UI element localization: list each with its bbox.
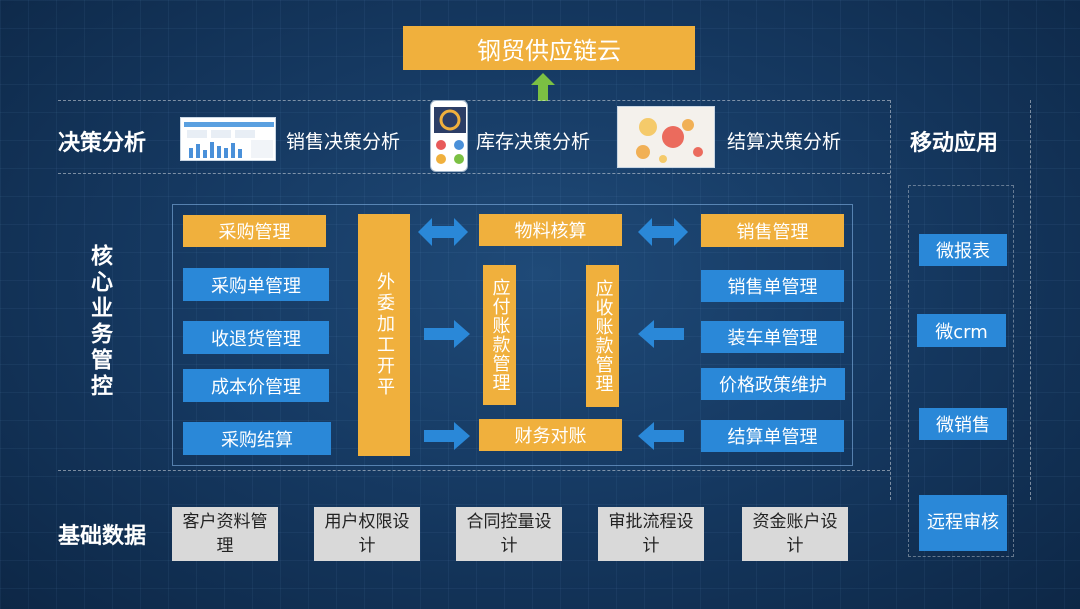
receive-return-management: 收退货管理: [183, 321, 329, 354]
base-contract-control: 合同控量设计: [456, 507, 562, 561]
sales-order-management: 销售单管理: [701, 270, 844, 302]
settlement-order-management: 结算单管理: [701, 420, 844, 452]
price-policy-maintenance: 价格政策维护: [701, 368, 845, 400]
payable-label: 应付账款管理: [489, 278, 511, 392]
loading-order-management: 装车单管理: [701, 321, 844, 353]
inventory-decision-label: 库存决策分析: [476, 131, 591, 153]
phone-dashboard-thumbnail: [430, 100, 468, 172]
right-arrow-icon: [424, 320, 470, 348]
cost-price-management: 成本价管理: [183, 369, 329, 402]
base-approval-flow-label: 审批流程设计: [608, 512, 694, 556]
base-customer-info: 客户资料管理: [172, 507, 278, 561]
heatmap-thumbnail: [617, 106, 715, 168]
bar-chart-thumbnail: [180, 117, 276, 161]
section-base-label: 基础数据: [58, 524, 147, 549]
base-user-permission-label: 用户权限设计: [324, 512, 410, 556]
base-approval-flow: 审批流程设计: [598, 507, 704, 561]
section-mobile-label: 移动应用: [910, 131, 999, 156]
accounts-payable-management: 应付账款管理: [483, 265, 516, 405]
sales-management-header: 销售管理: [701, 214, 844, 247]
material-accounting: 物料核算: [479, 214, 622, 246]
settlement-decision-label: 结算决策分析: [727, 131, 842, 153]
receivable-label: 应收账款管理: [592, 279, 614, 393]
divider-base: [58, 470, 890, 471]
purchase-management-header: 采购管理: [183, 215, 326, 247]
mobile-item-micro-crm: 微crm: [917, 314, 1006, 347]
title-box: 钢贸供应链云: [403, 26, 695, 70]
mobile-item-micro-report: 微报表: [919, 234, 1007, 266]
left-arrow-icon: [638, 320, 684, 348]
base-fund-account: 资金账户设计: [742, 507, 848, 561]
left-arrow-icon: [638, 422, 684, 450]
right-arrow-icon: [424, 422, 470, 450]
sales-decision-label: 销售决策分析: [286, 131, 401, 153]
divider-mobile-right: [1030, 100, 1031, 500]
double-arrow-icon: [638, 218, 688, 246]
accounts-receivable-management: 应收账款管理: [586, 265, 619, 407]
core-frame: [172, 204, 853, 466]
divider-top: [58, 100, 890, 101]
divider-mobile: [890, 100, 891, 500]
mobile-item-micro-sales: 微销售: [919, 408, 1007, 440]
double-arrow-icon: [418, 218, 468, 246]
remote-approval-label: 远程审核: [927, 512, 999, 533]
base-contract-control-label: 合同控量设计: [466, 512, 552, 556]
outsourcing-label: 外委加工开平: [374, 272, 395, 398]
financial-reconciliation: 财务对账: [479, 419, 622, 451]
page-title: 钢贸供应链云: [477, 36, 621, 65]
base-fund-account-label: 资金账户设计: [752, 512, 838, 556]
section-decision-label: 决策分析: [58, 131, 147, 156]
base-customer-info-label: 客户资料管理: [182, 512, 268, 556]
section-core-label: 核心业务管控: [87, 244, 112, 400]
outsourcing-processing: 外委加工开平: [358, 214, 410, 456]
purchase-settlement: 采购结算: [183, 422, 331, 455]
mobile-column-frame: [908, 185, 1014, 557]
base-user-permission: 用户权限设计: [314, 507, 420, 561]
divider-decision: [58, 173, 890, 174]
up-arrow-icon: [531, 73, 555, 101]
purchase-order-management: 采购单管理: [183, 268, 329, 301]
mobile-item-remote-approval: 远程审核: [919, 495, 1007, 551]
